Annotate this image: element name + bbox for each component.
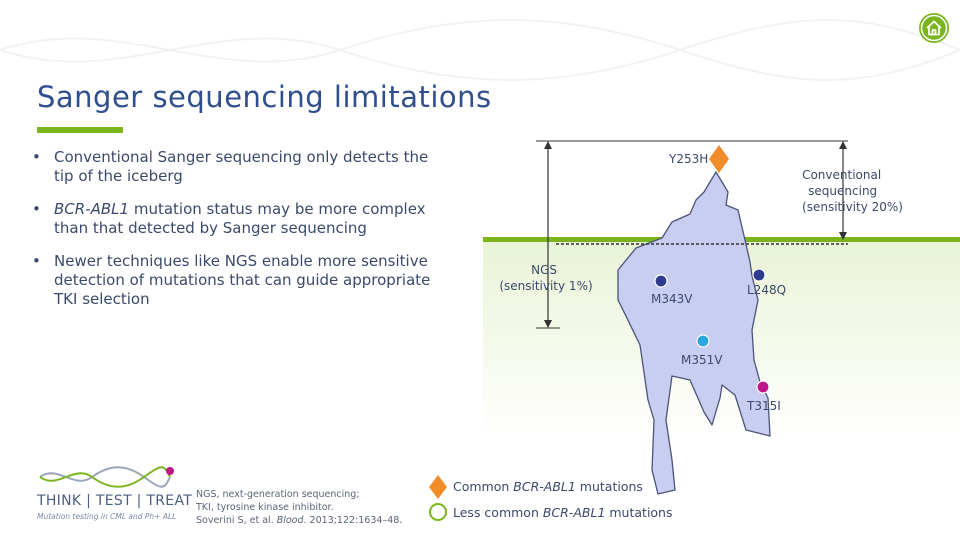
legend-less-common-circle-icon <box>428 502 448 522</box>
legend-common-label: Common BCR-ABL1 mutations <box>453 479 643 494</box>
t315i-label: T315I <box>746 399 781 413</box>
legend-common-diamond-icon <box>428 474 448 500</box>
y253h-diamond-marker <box>709 145 729 173</box>
logo-helix-icon <box>36 462 176 492</box>
legend-less-common-label: Less common BCR-ABL1 mutations <box>453 505 673 520</box>
t315i-marker <box>757 381 769 393</box>
logo-text: THINK | TEST | TREAT <box>37 493 192 509</box>
iceberg <box>618 172 770 494</box>
l248q-marker <box>753 269 765 281</box>
logo-subtitle: Mutation testing in CML and Ph+ ALL <box>37 512 176 521</box>
m351v-label: M351V <box>681 353 723 367</box>
l248q-label: L248Q <box>747 283 786 297</box>
footnote: NGS, next-generation sequencing; TKI, ty… <box>196 488 402 527</box>
m343v-marker <box>655 275 667 287</box>
m343v-label: M343V <box>651 292 693 306</box>
y253h-label: Y253H <box>668 152 708 166</box>
m351v-marker <box>697 335 709 347</box>
conventional-label: Conventional sequencing (sensitivity 20%… <box>802 168 903 214</box>
